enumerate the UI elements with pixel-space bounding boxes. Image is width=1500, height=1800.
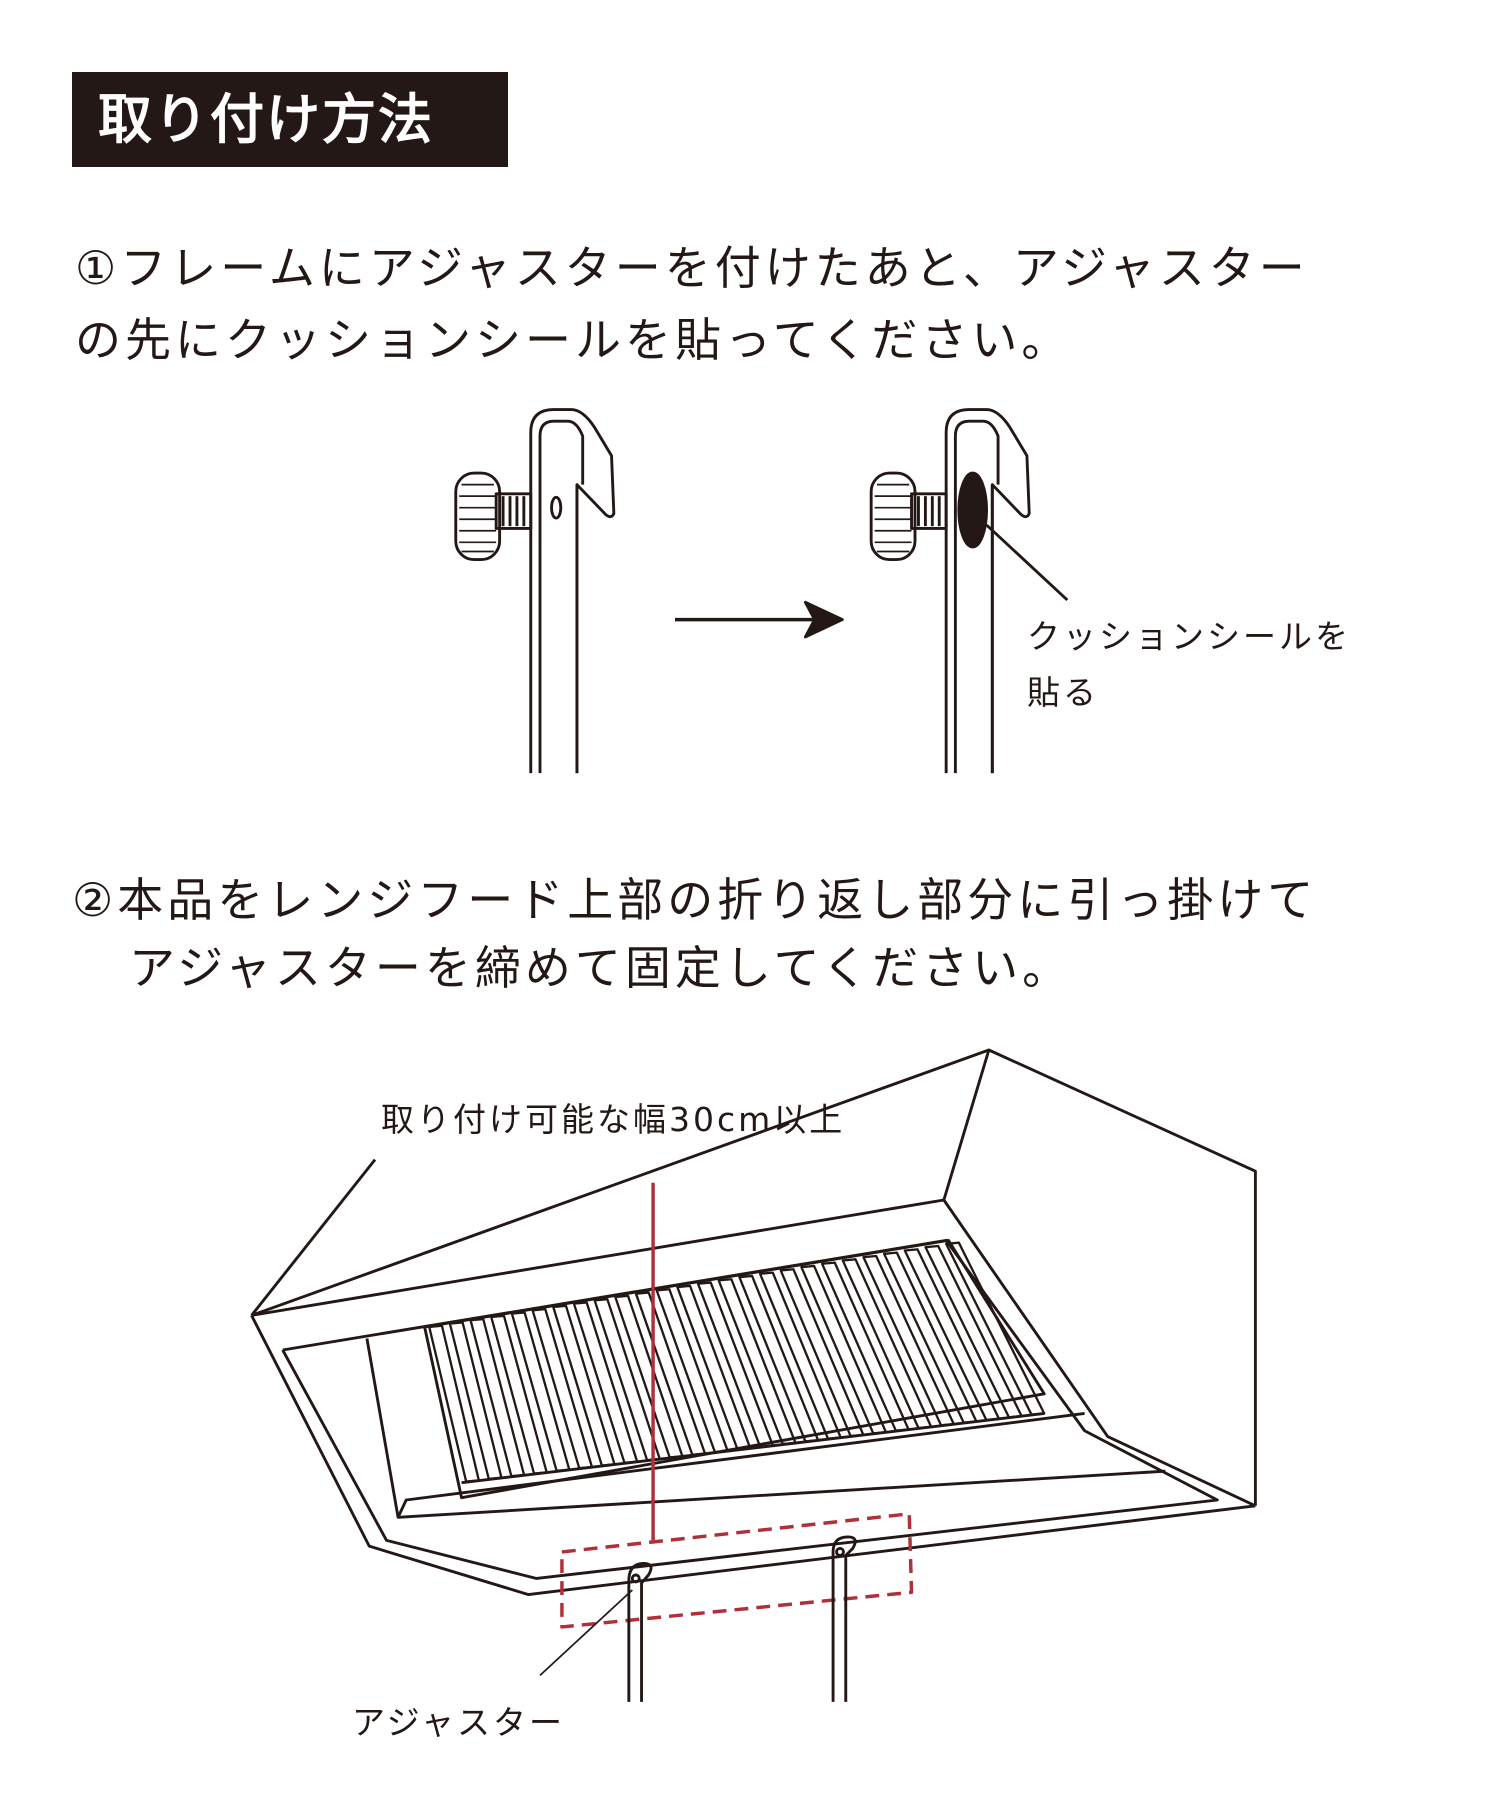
filter-slat bbox=[820, 1261, 910, 1432]
filter-slat bbox=[510, 1311, 571, 1472]
filter-slat bbox=[779, 1268, 865, 1438]
filter-slat bbox=[552, 1304, 616, 1467]
filter-slat bbox=[469, 1317, 526, 1478]
filter-slat bbox=[903, 1248, 1001, 1422]
arrow-icon bbox=[674, 600, 844, 639]
filter-slat bbox=[924, 1244, 1023, 1419]
cushion-callout-line1: クッションシールを bbox=[1027, 617, 1351, 656]
filter-slat bbox=[800, 1264, 888, 1435]
cushion-callout-line2: 貼る bbox=[1027, 673, 1099, 712]
adjuster-after-illustration bbox=[869, 408, 1069, 775]
filter-slat bbox=[944, 1241, 1046, 1416]
adjuster-label: アジャスター bbox=[352, 1703, 566, 1742]
step1-text-line2: の先にクッションシールを貼ってください。 bbox=[75, 313, 1072, 367]
filter-slat bbox=[448, 1321, 503, 1481]
filter-slat bbox=[531, 1307, 594, 1470]
filter-slat bbox=[717, 1278, 797, 1446]
filter-slat bbox=[593, 1298, 661, 1462]
filter-slat bbox=[738, 1274, 820, 1443]
width-indicator bbox=[560, 1182, 914, 1629]
filter-slat bbox=[882, 1251, 978, 1424]
filter-slat bbox=[490, 1314, 548, 1475]
filter-slat bbox=[862, 1254, 955, 1427]
step1-text-line1: ①フレームにアジャスターを付けたあと、アジャスター bbox=[75, 241, 1309, 295]
range-hood-illustration bbox=[250, 1048, 1257, 1597]
filter-slat bbox=[758, 1271, 842, 1440]
page-title: 取り付け方法 bbox=[72, 72, 508, 167]
step2-text-line1: ②本品をレンジフード上部の折り返し部分に引っ掛けて bbox=[72, 873, 1318, 927]
filter-slat bbox=[655, 1288, 729, 1454]
filter-slat bbox=[428, 1324, 480, 1483]
step2-text-line2: アジャスターを締めて固定してください。 bbox=[129, 941, 1073, 995]
adjuster-before-illustration bbox=[454, 408, 616, 775]
filter-slat bbox=[634, 1291, 707, 1456]
filter-slat bbox=[841, 1258, 933, 1430]
filter-slat bbox=[614, 1294, 684, 1459]
width-label: 取り付け可能な幅30cm以上 bbox=[381, 1100, 846, 1139]
filter-slat bbox=[696, 1281, 774, 1448]
mounted-adjusters bbox=[539, 1535, 857, 1702]
filter-slat bbox=[572, 1301, 639, 1464]
filter-slat bbox=[676, 1284, 752, 1451]
